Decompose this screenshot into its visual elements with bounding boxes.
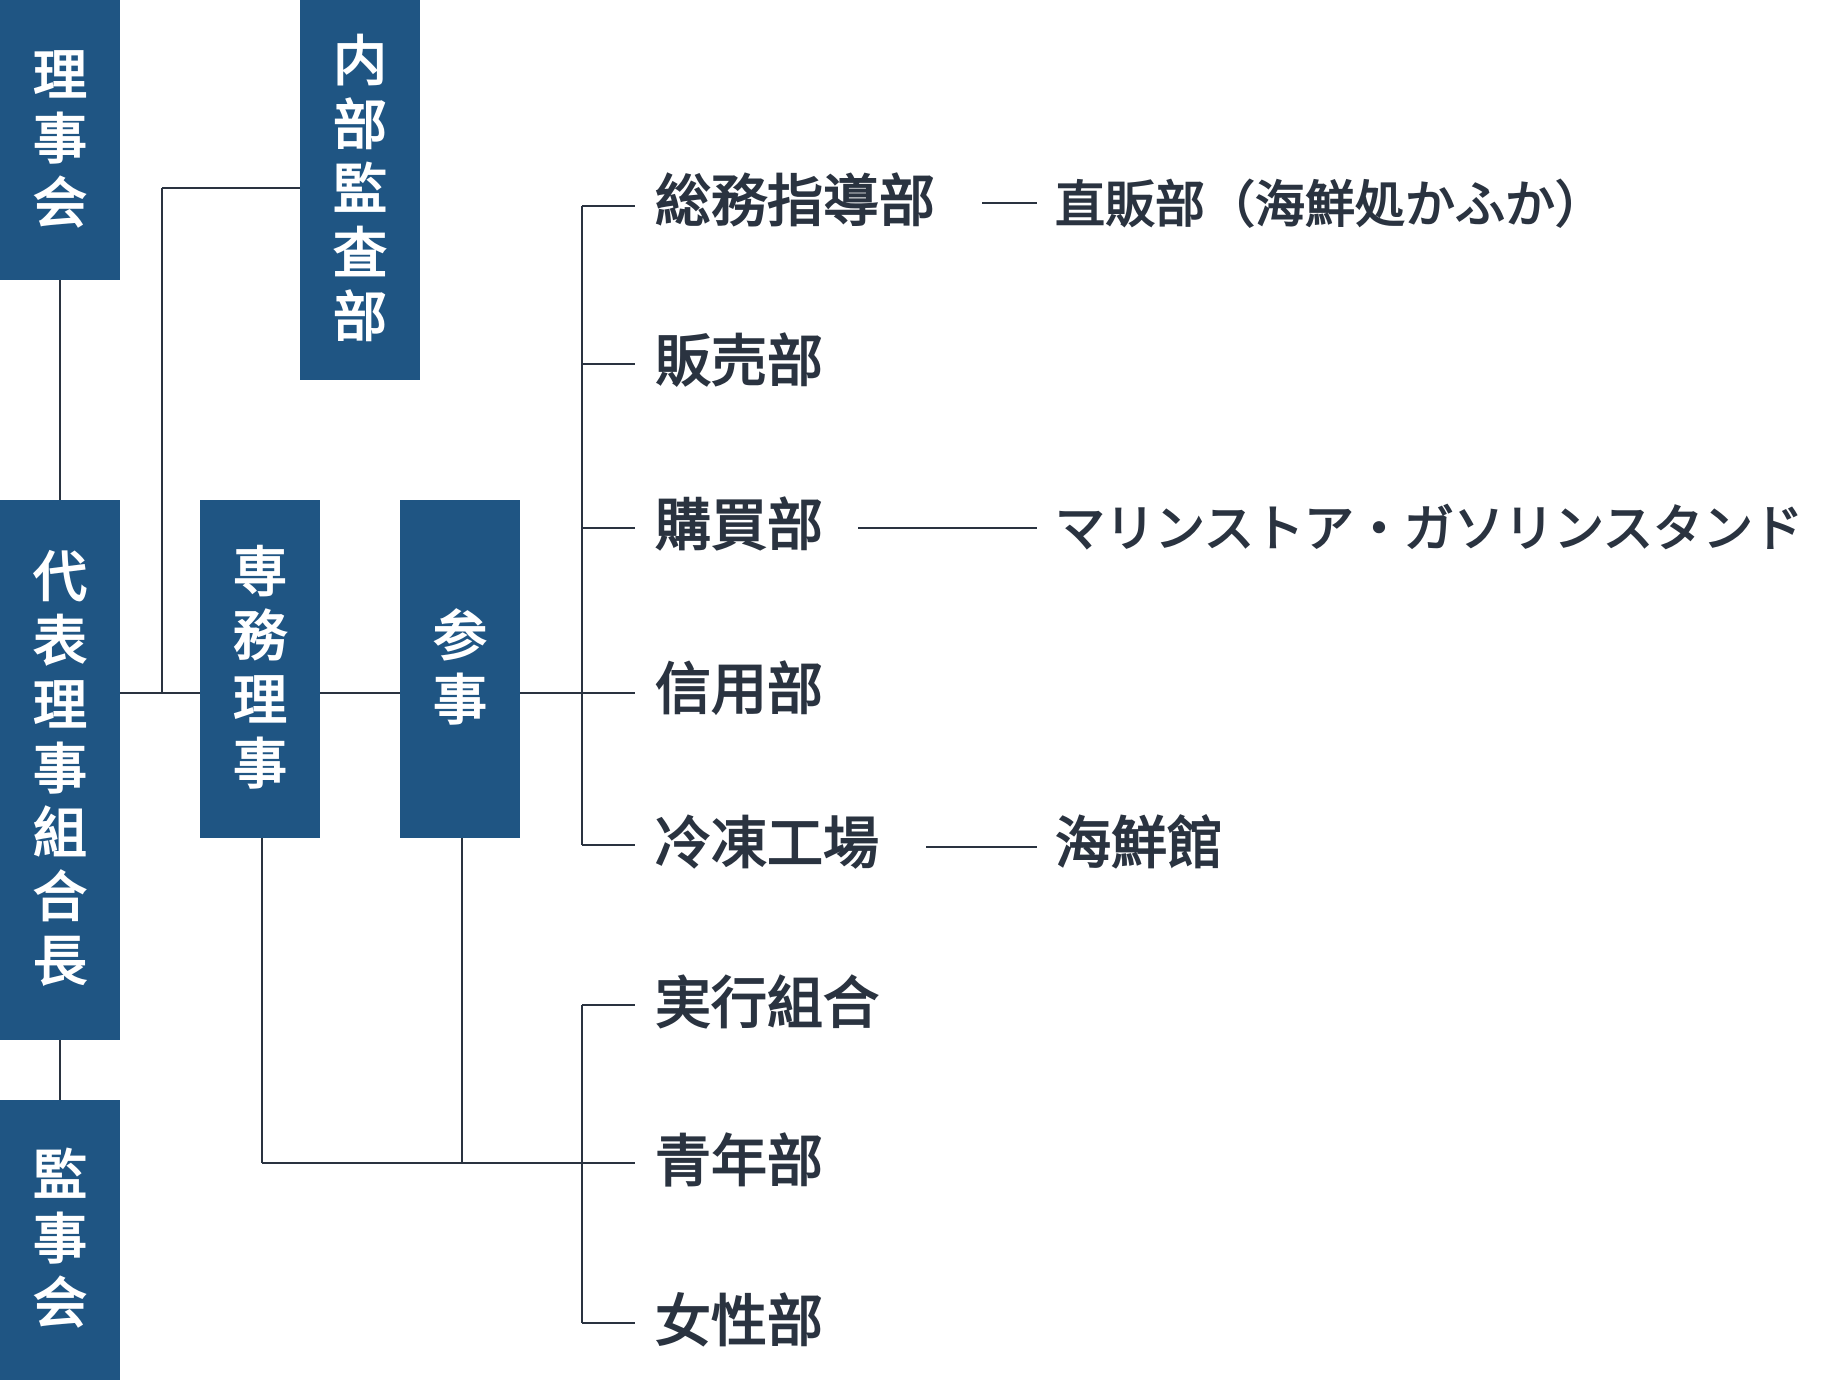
councilor-label: 参事	[433, 605, 487, 732]
board-of-directors-label: 理事会	[33, 44, 87, 235]
dept-josei: 女性部	[655, 1290, 823, 1355]
sub-marine: マリンストア・ガソリンスタンド	[1055, 500, 1803, 558]
managing-director-label: 専務理事	[233, 541, 287, 796]
dept-kobai: 購買部	[655, 494, 823, 559]
sub-chokuhan: 直販部（海鮮処かふか）	[1055, 176, 1605, 234]
dept-hanbai: 販売部	[655, 330, 823, 395]
auditors-box: 監事会	[0, 1100, 120, 1380]
president-box: 代表理事組合長	[0, 500, 120, 1040]
dept-reito: 冷凍工場	[655, 812, 879, 877]
internal-audit-box: 内部監査部	[300, 0, 420, 380]
dept-somu: 総務指導部	[655, 170, 935, 235]
dept-seinen: 青年部	[655, 1130, 823, 1195]
board-of-directors-box: 理事会	[0, 0, 120, 280]
councilor-box: 参事	[400, 500, 520, 838]
dept-jikko: 実行組合	[655, 972, 879, 1037]
internal-audit-label: 内部監査部	[333, 30, 387, 349]
managing-director-box: 専務理事	[200, 500, 320, 838]
president-label: 代表理事組合長	[33, 546, 87, 993]
auditors-label: 監事会	[33, 1144, 87, 1335]
dept-shinyo: 信用部	[655, 658, 823, 723]
sub-kaisenkan: 海鮮館	[1055, 812, 1223, 877]
